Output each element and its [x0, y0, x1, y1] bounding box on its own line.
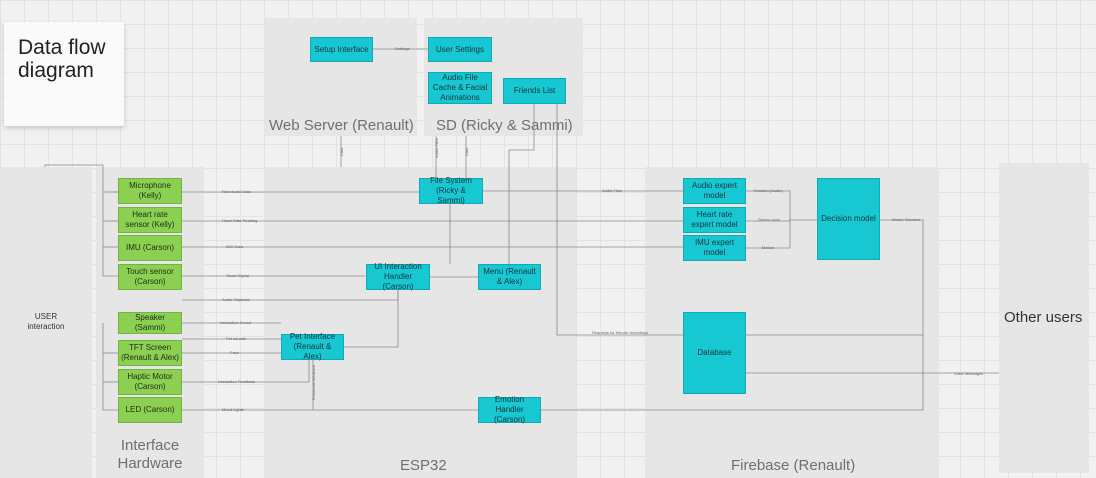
node-speaker[interactable]: Speaker (Sammi) [118, 312, 182, 334]
edge-label-pet-sounds: Pet sounds [226, 336, 247, 341]
edge-label-settings: Settings [395, 46, 410, 51]
node-touch-sensor[interactable]: Touch sensor (Carson) [118, 264, 182, 290]
node-setup-interface[interactable]: Setup Interface [310, 37, 373, 62]
node-tft[interactable]: TFT Screen (Renault & Alex) [118, 340, 182, 366]
node-decision-model[interactable]: Decision model [817, 178, 880, 260]
node-imu[interactable]: IMU (Carson) [118, 235, 182, 261]
wire-user-out [102, 323, 118, 411]
node-menu[interactable]: Menu (Renault & Alex) [478, 264, 541, 290]
node-imu-expert[interactable]: IMU expert model [683, 235, 746, 261]
node-hr-expert[interactable]: Heart rate expert model [683, 207, 746, 233]
node-pet-interface[interactable]: Pet Interface (Renault & Alex) [281, 332, 344, 361]
frame-esp32-title: ESP32 [400, 457, 447, 474]
frame-web-server-title: Web Server (Renault) [269, 117, 414, 134]
node-user-settings[interactable]: User Settings [428, 37, 492, 62]
edge-label-face: Face [230, 350, 239, 355]
edge-label-emotional-feedback: Emotional feedback [311, 364, 316, 400]
wire-speaker [182, 290, 399, 324]
title-line2: diagram [18, 59, 94, 82]
edge-label-emotion-audio: Emotion (Audio) [754, 188, 783, 193]
wire-pet-ui [344, 290, 399, 348]
frame-firebase-title: Firebase (Renault) [731, 457, 856, 474]
edge-label-imu: IMU Data [226, 244, 243, 249]
edge-label-interaction-feedback: Interaction Feedback [218, 379, 256, 384]
edge-label-hr: Heart Rate Reading [222, 218, 258, 223]
frame-other-users: Other users [999, 163, 1089, 473]
edge-label-audio-files: Audio Files [602, 188, 622, 193]
node-audio-cache[interactable]: Audio File Cache & Facial Animations [428, 72, 492, 104]
edge-label-mood-lights: Mood Lights [222, 407, 244, 412]
node-microphone[interactable]: Microphone (Kelly) [118, 178, 182, 204]
wire-menu-friends [508, 104, 535, 264]
wire-decision-emotion [541, 219, 924, 411]
node-led[interactable]: LED (Carson) [118, 397, 182, 423]
edge-label-data-up: Data [464, 147, 469, 156]
node-hr-sensor[interactable]: Heart rate sensor (Kelly) [118, 207, 182, 233]
title-sticky-note[interactable]: Data flow diagram [4, 22, 124, 126]
interface-hardware-line1: Interface [120, 437, 180, 454]
node-haptic[interactable]: Haptic Motor (Carson) [118, 369, 182, 395]
edge-label-touch: Touch Signal [226, 273, 249, 278]
node-emotion-handler[interactable]: Emotion Handler (Carson) [478, 395, 541, 424]
edge-label-voice: Voice Messages [954, 371, 984, 376]
title-line1: Data flow [18, 36, 106, 59]
edge-label-stress: Stress Level [758, 217, 781, 222]
edge-label-mood: Mood / Emotion [892, 217, 921, 222]
node-database[interactable]: Database [683, 312, 746, 394]
wire-experts-decision [746, 190, 817, 249]
frame-user-interaction: USER interaction [0, 167, 92, 478]
edge-label-web-up: Data [339, 147, 344, 156]
wire-friends-db [556, 91, 683, 336]
user-interaction-line1: USER [34, 312, 58, 321]
wire-user-touch [44, 164, 118, 277]
node-ui-handler[interactable]: UI Interaction Handler (Carson) [366, 262, 430, 291]
wire-haptic [182, 360, 310, 383]
interface-hardware-title: Interface Hardware [96, 437, 204, 473]
frame-sd-title: SD (Ricky & Sammi) [436, 117, 573, 134]
edge-label-raw-audio: Raw Audio Data [222, 189, 251, 194]
edge-label-interaction-sound: Interaction Sound [220, 320, 252, 325]
other-users-title: Other users [1004, 309, 1083, 326]
interface-hardware-line2: Hardware [117, 455, 183, 472]
edge-label-audio-files-up: Audio Files [434, 138, 439, 158]
user-interaction-label: USER interaction [18, 312, 74, 332]
node-file-system[interactable]: File System (Ricky & Sammi) [419, 176, 483, 205]
edge-label-audio-playback: Audio Playback [222, 297, 250, 302]
edge-label-motion: Motion [762, 245, 775, 250]
edge-label-requests: Requests for friends' recordings [592, 330, 649, 335]
frame-esp32: ESP32 [265, 167, 576, 478]
user-interaction-line2: interaction [27, 322, 65, 331]
node-friends-list[interactable]: Friends List [503, 78, 566, 104]
node-audio-expert[interactable]: Audio expert model [683, 178, 746, 204]
